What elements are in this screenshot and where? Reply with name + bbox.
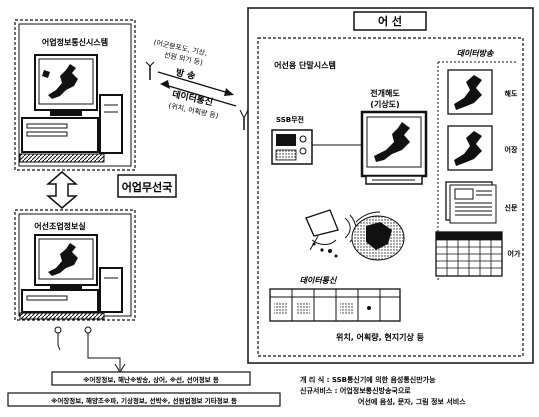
station-label: 어업무선국 (122, 180, 173, 194)
vessel-footer: 위치, 어획량, 현지기상 등 (336, 332, 425, 342)
side-label-news: 신문 (505, 203, 518, 212)
updown-arrow (45, 171, 79, 209)
center-computer (19, 54, 123, 163)
middle-section: (어군분포도, 기상, 선원 외기 등) 방 송 데이터통신 (위치, 어획량 … (145, 37, 249, 130)
side-label-ground: 어장 (505, 145, 518, 154)
legend: 개 리 식 : SSB통신기에 의한 음성통신만가능 신규서비스 : 어업정보통… (300, 375, 466, 406)
legend-line-3: 어선에 음성, 문자, 그림 정보 서비스 (358, 397, 466, 406)
info-box-2-text: ※어장정보, 해양조※파, 기상정보, 선박※, 선원업정보 기타정보 등 (51, 396, 237, 405)
side-label-chart: 해도 (505, 89, 518, 98)
coop-computer (19, 234, 123, 320)
ssb-radio (271, 129, 364, 165)
price-table-card (435, 231, 503, 277)
system-title: 어선용 단말시스템 (274, 60, 336, 70)
side-label-price: 어가 (508, 249, 521, 258)
legend-line-1: 개 리 식 : SSB통신기에 의한 음성통신만가능 (300, 375, 436, 384)
coop-title: 어선조업정보실 (34, 221, 86, 231)
map-graphic (48, 243, 78, 276)
coop-box (14, 209, 136, 321)
chart-title-2: (기상도) (370, 99, 399, 109)
fish-school-graphic (351, 211, 405, 261)
station-label-box (117, 174, 177, 198)
info-box-1-text: ※어장정보, 해난※방송, 상어, ※선, 선어정보 등 (83, 375, 219, 384)
chart-title-1: 전개해도 (370, 88, 400, 98)
data-comm-arrow (161, 83, 237, 107)
legend-line-2: 신규서비스 : 어업정보통신방송국으로 (300, 386, 411, 395)
news-card (445, 181, 497, 224)
vessel-panel: 어 선 어선용 단말시스템 SSB무전 전개해도 (기상도) (247, 7, 534, 364)
vessel-header: 어 선 (378, 14, 402, 28)
info-box-2 (7, 392, 281, 407)
data-comm-table (269, 288, 401, 322)
map-graphic (48, 64, 78, 99)
info-center-title: 어업정보통신시스템 (42, 37, 108, 47)
info-center-box (14, 19, 136, 171)
map-card-sea (447, 69, 493, 115)
data-broadcast-title: 데이터방송 (457, 49, 494, 58)
chart-monitor (360, 110, 428, 185)
data-comm-title: 데이터통신 (300, 276, 338, 285)
info-box-1 (51, 371, 251, 386)
broadcast-arrow (157, 71, 233, 95)
map-card-ground (447, 125, 493, 171)
left-column: 어업정보통신시스템 어업무선국 어선조업정보실 (7, 19, 281, 407)
ssb-label: SSB무전 (276, 115, 304, 124)
vessel-header-box (353, 11, 427, 31)
